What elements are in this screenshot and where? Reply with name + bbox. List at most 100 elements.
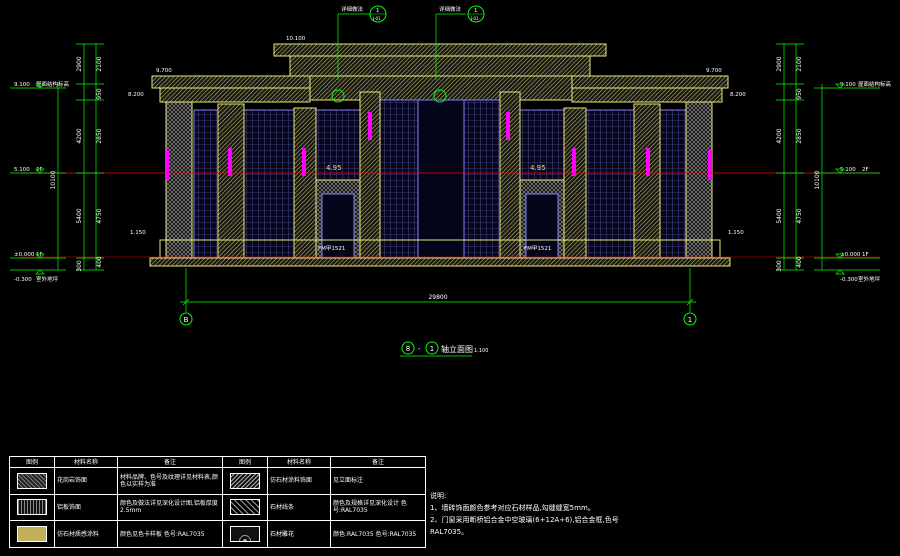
callout-left-num: 1 — [376, 8, 380, 14]
door-label-left: FM甲1521 — [318, 245, 345, 252]
left-dimension-ladder — [10, 43, 104, 271]
dim-right-outer-3: 300 — [776, 260, 783, 272]
textured-paint-swatch — [17, 526, 47, 543]
level-left-top: 9.100 — [14, 82, 30, 88]
notes-line-2: 2、门窗采用断桥铝合金中空玻璃(6+12A+6),铝合金框,色号 — [430, 516, 619, 524]
dim-right-inner-2: 2850 — [796, 128, 803, 143]
grid-bubble-right — [683, 312, 697, 326]
title-marker-right-text: 1 — [430, 345, 434, 353]
legend-header-1: 材料名称 — [54, 456, 118, 468]
title-marker-left-text: 8 — [406, 345, 410, 353]
level-right-top-desc: 屋面结构标高 — [858, 80, 892, 88]
door-height-right: 4.95 — [530, 164, 546, 172]
level-left-base-desc: 1F — [36, 252, 43, 258]
level-right-base: ±0.000 — [840, 252, 861, 258]
legend-note: 材料品牌、色号及纹理详见材料表,颜色以实样为准 — [117, 467, 223, 495]
eave-right-label: 8.200 — [730, 92, 746, 98]
level-right-top: 9.100 — [840, 82, 856, 88]
dim-right-inner-0: 2100 — [796, 56, 803, 71]
drawing-scale: 1:100 — [474, 348, 488, 354]
level-right-ground: -0.300 — [840, 277, 858, 283]
dim-right-outer-0: 2900 — [776, 56, 783, 71]
sill-left-label: 1.150 — [130, 230, 146, 236]
callout-right-label: 详细做法 — [439, 5, 462, 13]
level-right-mid-desc: 2F — [862, 167, 869, 173]
dim-left-outer-1: 4200 — [76, 128, 83, 143]
notes-line-3: RAL7035。 — [430, 528, 469, 536]
aluminum-swatch — [17, 499, 47, 516]
legend-header-4: 材料名称 — [267, 456, 331, 468]
legend-header-3: 图例 — [222, 456, 268, 468]
grid-bubble-left — [179, 312, 193, 326]
grid-right-label: 1 — [688, 316, 692, 324]
legend-header-2: 备注 — [117, 456, 223, 468]
dim-right-total: 10100 — [814, 170, 821, 189]
level-left-base: ±0.000 — [14, 252, 35, 258]
title-marker-right — [425, 341, 439, 355]
legend-header-5: 备注 — [330, 456, 426, 468]
legend-row: 铝板饰面 颜色及做法详见深化设计图,铝板厚度2.5mm 石材线条 颜色及规格详见… — [9, 493, 426, 522]
dim-right-inner-1: 950 — [796, 88, 803, 100]
dim-left-inner-4: 400 — [96, 256, 103, 268]
sill-right-label: 1.150 — [728, 230, 744, 236]
dim-right-outer-2: 5400 — [776, 208, 783, 223]
legend-name: 花岗岩饰面 — [54, 467, 118, 495]
grid-left-label: B — [184, 316, 189, 324]
level-right-base-desc: 1F — [862, 252, 869, 258]
dim-left-outer-2: 5400 — [76, 208, 83, 223]
dim-right-inner-4: 400 — [796, 256, 803, 268]
level-left-top-desc: 屋面结构标高 — [36, 80, 70, 88]
pediment-label: 10.100 — [286, 36, 306, 42]
callout-right-num: 1 — [474, 8, 478, 14]
dim-left-inner-0: 2100 — [96, 56, 103, 71]
cornice-left-label: 9.700 — [156, 68, 172, 74]
notes-line-1: 1、墙砖饰面颜色参考对应石材样品,勾缝缝宽5mm。 — [430, 504, 595, 512]
legend-note: 颜色:RAL7035 色号:RAL7035 — [330, 520, 426, 548]
door-height-left: 4.95 — [326, 164, 342, 172]
title-marker-left — [401, 341, 415, 355]
callout-right — [435, 5, 485, 80]
cornice-right-label: 9.700 — [706, 68, 722, 74]
legend-name: 仿石材涂料饰面 — [267, 467, 331, 495]
level-left-ground-desc: 室外地坪 — [36, 275, 59, 283]
dim-left-inner-2: 2850 — [96, 128, 103, 143]
dim-left-inner-1: 950 — [96, 88, 103, 100]
dim-right-outer-1: 4200 — [776, 128, 783, 143]
level-right-mid: 5.100 — [840, 167, 856, 173]
drawing-title: 轴立面图 — [441, 344, 473, 354]
legend-header-0: 图例 — [9, 456, 55, 468]
granite-swatch — [17, 472, 47, 489]
callout-right-sub: J-01 — [470, 16, 479, 21]
overall-dimension-value: 29800 — [428, 294, 447, 301]
callout-left-sub: J-01 — [372, 16, 381, 21]
dim-left-total: 10100 — [50, 170, 57, 189]
overall-dimension — [180, 268, 696, 312]
legend-note: 颜色见色卡样板 色号:RAL7035 — [117, 520, 223, 548]
legend-row: 花岗岩饰面 材料品牌、色号及纹理详见材料表,颜色以实样为准 仿石材涂料饰面 见立… — [9, 467, 426, 495]
dim-left-inner-3: 4750 — [96, 208, 103, 223]
eave-left-label: 8.200 — [128, 92, 144, 98]
door-label-right: FM甲1521 — [524, 245, 551, 252]
legend-note: 颜色及做法详见深化设计图,铝板厚度2.5mm — [117, 493, 223, 522]
title-marker-sep: - — [418, 345, 421, 353]
legend-note: 见立面标注 — [330, 467, 426, 495]
facade — [149, 43, 731, 267]
dim-left-outer-0: 2900 — [76, 56, 83, 71]
legend-name: 仿石材质感涂料 — [54, 520, 118, 548]
level-markers — [35, 83, 845, 275]
drawing-notes: 说明: 1、墙砖饰面颜色参考对应石材样品,勾缝缝宽5mm。 2、门窗采用断桥铝合… — [430, 490, 619, 538]
level-right-ground-desc: 室外地坪 — [858, 275, 881, 283]
notes-heading: 说明: — [430, 492, 447, 500]
stone-carving-swatch — [230, 526, 260, 543]
legend-row: 仿石材质感涂料 颜色见色卡样板 色号:RAL7035 石材雕花 颜色:RAL70… — [9, 520, 426, 548]
callout-left — [337, 5, 387, 80]
callout-left-label: 详细做法 — [341, 5, 364, 13]
legend-note: 颜色及规格详见深化设计 色号:RAL7035 — [330, 493, 426, 522]
level-left-mid-desc: 2F — [36, 167, 43, 173]
stone-paint-swatch — [230, 472, 260, 489]
dim-left-outer-3: 300 — [76, 260, 83, 272]
legend-name: 石材线条 — [267, 493, 331, 522]
level-left-ground: -0.300 — [14, 277, 32, 283]
legend-name: 铝板饰面 — [54, 493, 118, 522]
